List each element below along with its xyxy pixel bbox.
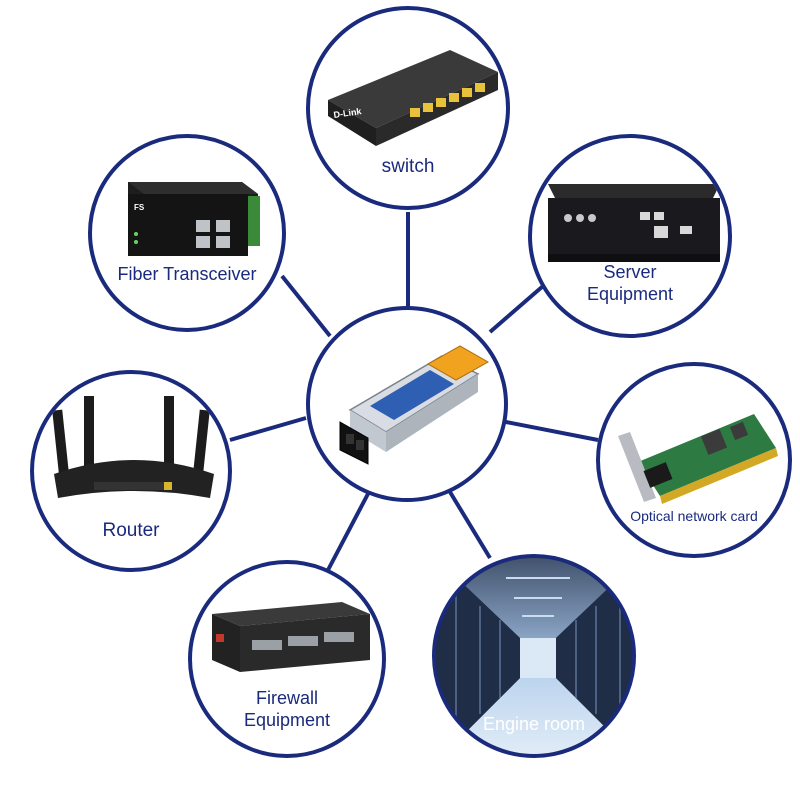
- node-switch: D-Link switch: [306, 6, 510, 210]
- connector-fiber-transceiver: [280, 274, 332, 338]
- node-engine-room-label: Engine room: [482, 714, 586, 734]
- fiber-transceiver-icon: FS: [128, 182, 260, 256]
- sfp-module-hub: [306, 306, 508, 502]
- connector-server-equipment: [488, 278, 552, 334]
- server-box-icon: [548, 184, 720, 262]
- connector-router: [229, 416, 307, 442]
- network-switch-icon: D-Link: [328, 50, 498, 146]
- node-server-label-line2: Equipment: [586, 284, 674, 304]
- switch-brand-text: D-Link: [333, 106, 363, 120]
- sfp-module-icon: [339, 345, 490, 465]
- connector-engine-room: [448, 490, 492, 560]
- connector-optical-network-card: [505, 420, 599, 442]
- connector-firewall-equipment: [326, 489, 372, 571]
- node-optical-network-card-label: Optical network card: [630, 508, 758, 524]
- node-router-label: Router: [102, 520, 160, 541]
- transceiver-brand-text: FS: [134, 203, 145, 212]
- node-router: Router: [30, 370, 232, 572]
- node-switch-label: switch: [381, 156, 435, 177]
- node-fiber-transceiver-label: Fiber Transceiver: [117, 264, 257, 284]
- data-center-photo: [436, 558, 632, 754]
- node-optical-network-card: Optical network card: [596, 362, 792, 558]
- node-server-equipment: Server Equipment: [528, 134, 732, 338]
- firewall-appliance-icon: [212, 602, 370, 672]
- node-engine-room: Engine room: [432, 554, 636, 758]
- node-firewall-label-line2: Equipment: [243, 710, 331, 730]
- node-firewall-equipment: Firewall Equipment: [188, 560, 386, 758]
- network-card-icon: [618, 414, 778, 504]
- node-firewall-label-line1: Firewall: [255, 688, 318, 708]
- node-fiber-transceiver: FS Fiber Transceiver: [88, 134, 286, 332]
- wifi-router-icon: [52, 396, 214, 498]
- node-server-label-line1: Server: [603, 262, 657, 282]
